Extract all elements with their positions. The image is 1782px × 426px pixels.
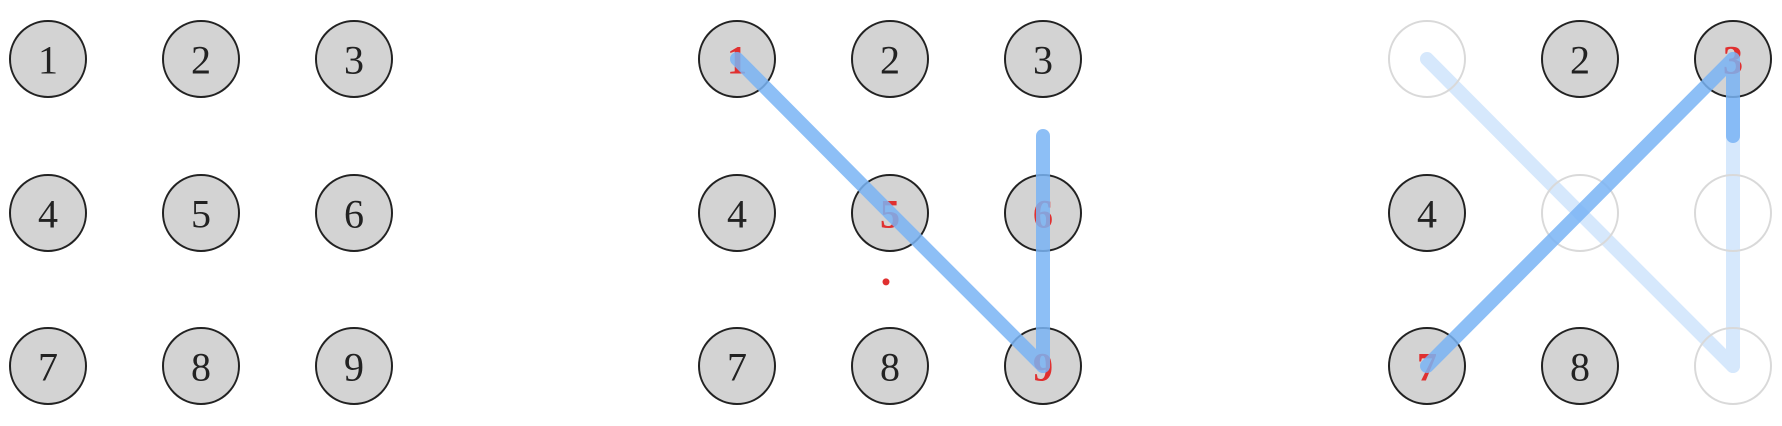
node-circle xyxy=(1694,327,1772,405)
node-3[interactable]: 3 xyxy=(315,20,393,98)
node-label: 8 xyxy=(1570,345,1590,390)
path-segment xyxy=(730,52,897,220)
node-2[interactable]: 2 xyxy=(162,20,240,98)
node-9[interactable]: 9 xyxy=(315,327,393,405)
node-7[interactable]: 7 xyxy=(698,327,776,405)
node-label: 1 xyxy=(38,38,58,83)
node-5[interactable]: 5 xyxy=(162,174,240,252)
node-4[interactable]: 4 xyxy=(1388,174,1466,252)
node-circle xyxy=(315,174,393,252)
node-circle xyxy=(162,20,240,98)
node-3[interactable]: 3 xyxy=(1004,20,1082,98)
active-path xyxy=(1420,52,1740,373)
node-9[interactable] xyxy=(1694,327,1772,405)
node-label: 9 xyxy=(344,345,364,390)
node-1[interactable]: 1 xyxy=(9,20,87,98)
node-circle xyxy=(162,174,240,252)
node-8[interactable]: 8 xyxy=(1541,327,1619,405)
panel-1: 1 2 3 4 5 6 7 8 9 xyxy=(9,20,393,405)
node-8[interactable]: 8 xyxy=(162,327,240,405)
node-label: 3 xyxy=(1033,38,1053,83)
node-label: 2 xyxy=(191,38,211,83)
node-circle xyxy=(1541,174,1619,252)
node-circle xyxy=(9,20,87,98)
node-2[interactable]: 2 xyxy=(1541,20,1619,98)
node-8[interactable]: 8 xyxy=(851,327,929,405)
node-label: 7 xyxy=(38,345,58,390)
node-circle xyxy=(851,20,929,98)
node-label: 4 xyxy=(38,192,58,237)
node-circle xyxy=(315,327,393,405)
path-segment xyxy=(883,206,1050,373)
node-circle xyxy=(9,327,87,405)
node-circle xyxy=(1541,20,1619,98)
node-circle xyxy=(9,174,87,252)
node-circle xyxy=(1541,327,1619,405)
node-1[interactable] xyxy=(1388,20,1466,98)
node-2[interactable]: 2 xyxy=(851,20,929,98)
node-6[interactable] xyxy=(1694,174,1772,252)
node-label: 2 xyxy=(1570,38,1590,83)
node-5[interactable] xyxy=(1541,174,1619,252)
node-label: 8 xyxy=(880,345,900,390)
faded-path-segment xyxy=(1420,52,1587,220)
node-7[interactable]: 7 xyxy=(9,327,87,405)
node-label: 5 xyxy=(191,192,211,237)
node-circle xyxy=(1388,20,1466,98)
node-4[interactable]: 4 xyxy=(9,174,87,252)
node-circle xyxy=(315,20,393,98)
node-6[interactable]: 6 xyxy=(315,174,393,252)
node-circle xyxy=(1004,20,1082,98)
node-circle xyxy=(698,174,776,252)
node-label: 3 xyxy=(344,38,364,83)
node-circle xyxy=(162,327,240,405)
node-label: 4 xyxy=(1417,192,1437,237)
node-label: 6 xyxy=(344,192,364,237)
active-path xyxy=(730,52,1050,373)
node-circle xyxy=(851,327,929,405)
node-4[interactable]: 4 xyxy=(698,174,776,252)
node-label: 4 xyxy=(727,192,747,237)
cursor-dot xyxy=(882,278,890,286)
node-label: 8 xyxy=(191,345,211,390)
node-circle xyxy=(1388,174,1466,252)
node-label: 7 xyxy=(727,345,747,390)
node-circle xyxy=(698,327,776,405)
node-label: 2 xyxy=(880,38,900,83)
node-circle xyxy=(1694,174,1772,252)
faded-path-segment xyxy=(1573,206,1740,373)
path-segment xyxy=(1420,52,1740,373)
